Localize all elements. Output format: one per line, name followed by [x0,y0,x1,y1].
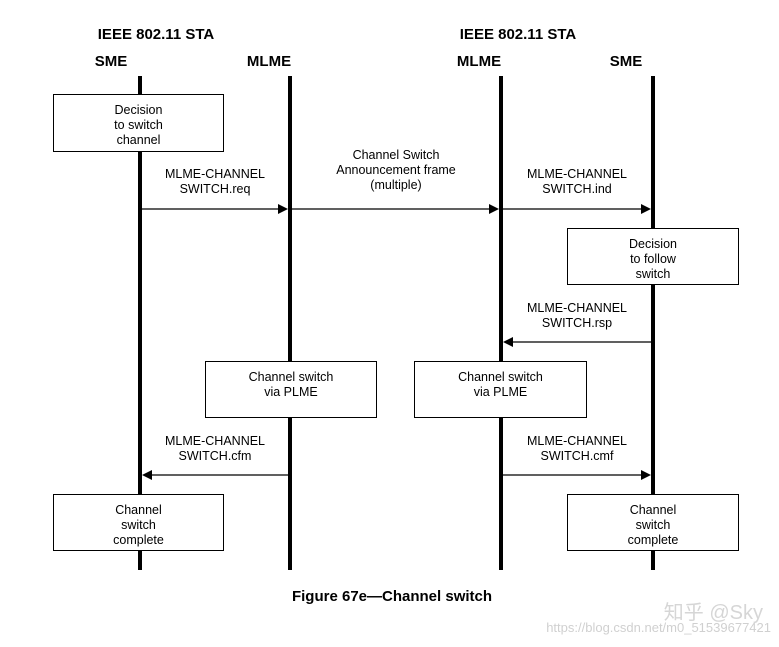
complete-right-box: Channel switch complete [567,494,739,551]
switch-req-arrowhead [278,204,288,214]
channel-switch-right-box: Channel switch via PLME [414,361,587,418]
complete-left-box: Channel switch complete [53,494,224,551]
mlme-left-header: MLME [246,53,292,70]
sme-left-lifeline [138,76,142,570]
figure-caption: Figure 67e—Channel switch [291,588,493,605]
sme-right-header: SME [609,53,643,70]
switch-cfm-arrowhead [142,470,152,480]
announcement-arrowhead [489,204,499,214]
sta-left-header: IEEE 802.11 STA [97,26,215,43]
switch-cfm-label: MLME-CHANNEL SWITCH.cfm [164,434,266,463]
channel-switch-left-box: Channel switch via PLME [205,361,377,418]
decision-follow-box: Decision to follow switch [567,228,739,285]
watermark-brand: 知乎 @Sky [663,602,763,624]
switch-cmf-arrowhead [641,470,651,480]
switch-ind-label: MLME-CHANNEL SWITCH.ind [526,167,628,196]
sme-left-header: SME [94,53,128,70]
sta-right-header: IEEE 802.11 STA [459,26,577,43]
switch-ind-arrowhead [641,204,651,214]
switch-rsp-arrowhead [503,337,513,347]
announcement-label: Channel Switch Announcement frame (multi… [336,148,456,192]
mlme-left-lifeline [288,76,292,570]
watermark-url: https://blog.csdn.net/m0_51539677421 [546,620,771,635]
mlme-right-lifeline [499,76,503,570]
mlme-right-header: MLME [456,53,502,70]
switch-req-label: MLME-CHANNEL SWITCH.req [164,167,266,196]
decision-switch-box: Decision to switch channel [53,94,224,152]
switch-rsp-label: MLME-CHANNEL SWITCH.rsp [526,301,628,330]
sme-right-lifeline [651,76,655,570]
switch-cmf-label: MLME-CHANNEL SWITCH.cmf [526,434,628,463]
